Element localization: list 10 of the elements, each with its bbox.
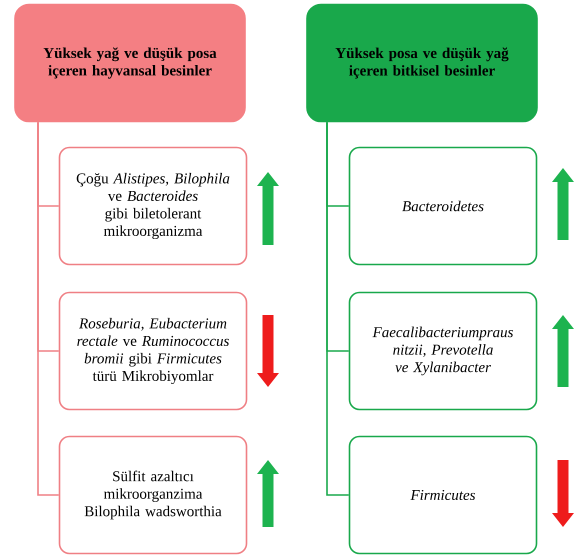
header-box: Yüksek yağ ve düşük posa içeren hayvansal besinler bbox=[14, 4, 246, 122]
text-box: Bacteroidetes bbox=[348, 146, 538, 266]
text-box: Sülfit azaltıcı mikroorganzima Bilophila wadsworthia bbox=[58, 436, 248, 554]
text-box: Faecalibacteriumpraus nitzii, Prevotella ve Xylanibacter bbox=[348, 292, 538, 410]
text-box: Firmicutes bbox=[348, 436, 538, 554]
connector-line bbox=[326, 122, 349, 496]
text-box: Roseburia, Eubacterium rectale ve Ruminococcus bromii gibi Firmicutes türü Mikrobiyomlar bbox=[58, 292, 248, 410]
header-box: Yüksek posa ve düşük yağ içeren bitkisel besinler bbox=[306, 4, 538, 122]
connector-line bbox=[37, 122, 59, 496]
text-box: Çoğu Alistipes, Bilophila ve Bacteroides gibi biletolerant mikroorganizma bbox=[58, 146, 248, 266]
